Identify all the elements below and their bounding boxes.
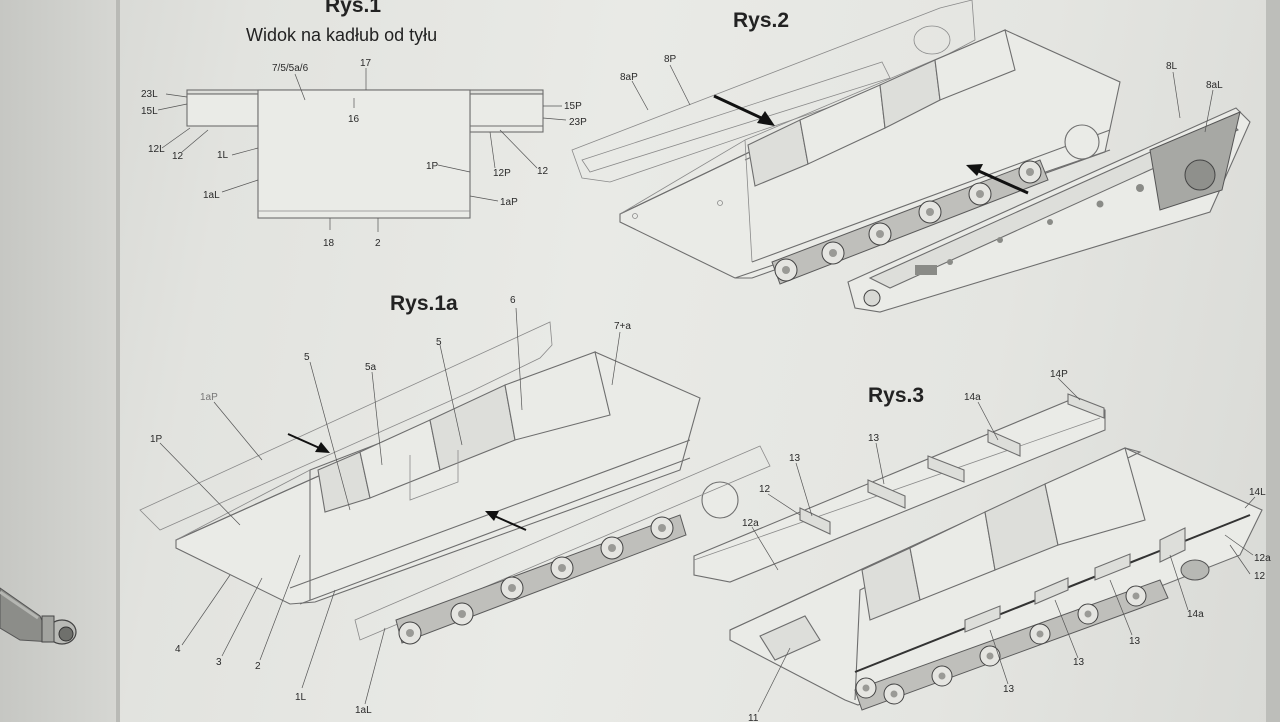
rys3-label: 11 — [748, 713, 759, 722]
rys1a-label: 1L — [295, 692, 307, 703]
rys1a-label: 7+a — [614, 321, 631, 332]
rys1a-label: 1aL — [355, 705, 372, 716]
rys1-label: 23P — [569, 117, 587, 128]
rys1-label: 12 — [537, 166, 549, 177]
barrel-part-illustration — [0, 587, 77, 645]
page-edge — [1266, 0, 1280, 722]
rys1a-label: 4 — [175, 644, 181, 655]
rys1-label: 12P — [493, 168, 511, 179]
rys1a-title: Rys.1a — [390, 292, 458, 315]
rys3-label: 14P — [1050, 369, 1068, 380]
rys1-title: Rys.1 — [325, 0, 381, 17]
rys2-title: Rys.2 — [733, 9, 789, 32]
rys1-label: 17 — [360, 58, 372, 69]
rys3-label: 14L — [1249, 487, 1266, 498]
rys1a-label: 5a — [365, 362, 377, 373]
figure-rys1: Rys.1 Widok na kadłub od tyłu 23L 15L 12… — [141, 0, 587, 249]
rys3-label: 14a — [964, 392, 981, 403]
rys1a-label: 5 — [304, 352, 310, 363]
rys3-label: 13 — [1073, 657, 1085, 668]
rys1a-label: 3 — [216, 657, 222, 668]
rys2-label: 8aP — [620, 72, 638, 83]
rys1-subtitle: Widok na kadłub od tyłu — [246, 25, 437, 45]
rys3-label: 12 — [1254, 571, 1266, 582]
page-fold — [116, 0, 120, 722]
rys1a-label: 5 — [436, 337, 442, 348]
rys2-label: 8P — [664, 54, 677, 65]
rys1-label: 12 — [172, 151, 184, 162]
rys3-label: 13 — [789, 453, 801, 464]
rys3-title: Rys.3 — [868, 384, 924, 407]
rys1-label: 1aL — [203, 190, 220, 201]
rys1-label: 16 — [348, 114, 360, 125]
rys3-label: 12 — [759, 484, 771, 495]
rys1-label: 2 — [375, 238, 381, 249]
rys3-label: 12a — [1254, 553, 1271, 564]
figure-rys1a: Rys.1a — [139, 292, 771, 716]
rys3-label: 12a — [742, 518, 759, 529]
figure-rys2: Rys.2 — [571, 0, 1251, 313]
rys3-label: 13 — [1003, 684, 1015, 695]
rys1-label: 7/5/5a/6 — [272, 63, 309, 74]
rys1-label: 18 — [323, 238, 335, 249]
figure-rys3: Rys.3 — [693, 369, 1271, 722]
rys3-label: 13 — [868, 433, 880, 444]
rys2-label: 8L — [1166, 61, 1178, 72]
rys1a-label: 6 — [510, 295, 516, 306]
rys1a-label: 1P — [150, 434, 163, 445]
rys1-label: 1P — [426, 161, 439, 172]
rys1-label: 1L — [217, 150, 229, 161]
rys3-label: 13 — [1129, 636, 1141, 647]
rys1a-label: 1aP — [200, 392, 218, 403]
rys1-label: 15P — [564, 101, 582, 112]
rys1-label: 1aP — [500, 197, 518, 208]
rys2-label: 8aL — [1206, 80, 1223, 91]
rys1-label: 15L — [141, 106, 158, 117]
rys1-label: 12L — [148, 144, 165, 155]
rys1-label: 23L — [141, 89, 158, 100]
rys1a-label: 2 — [255, 661, 261, 672]
rys3-label: 14a — [1187, 609, 1204, 620]
